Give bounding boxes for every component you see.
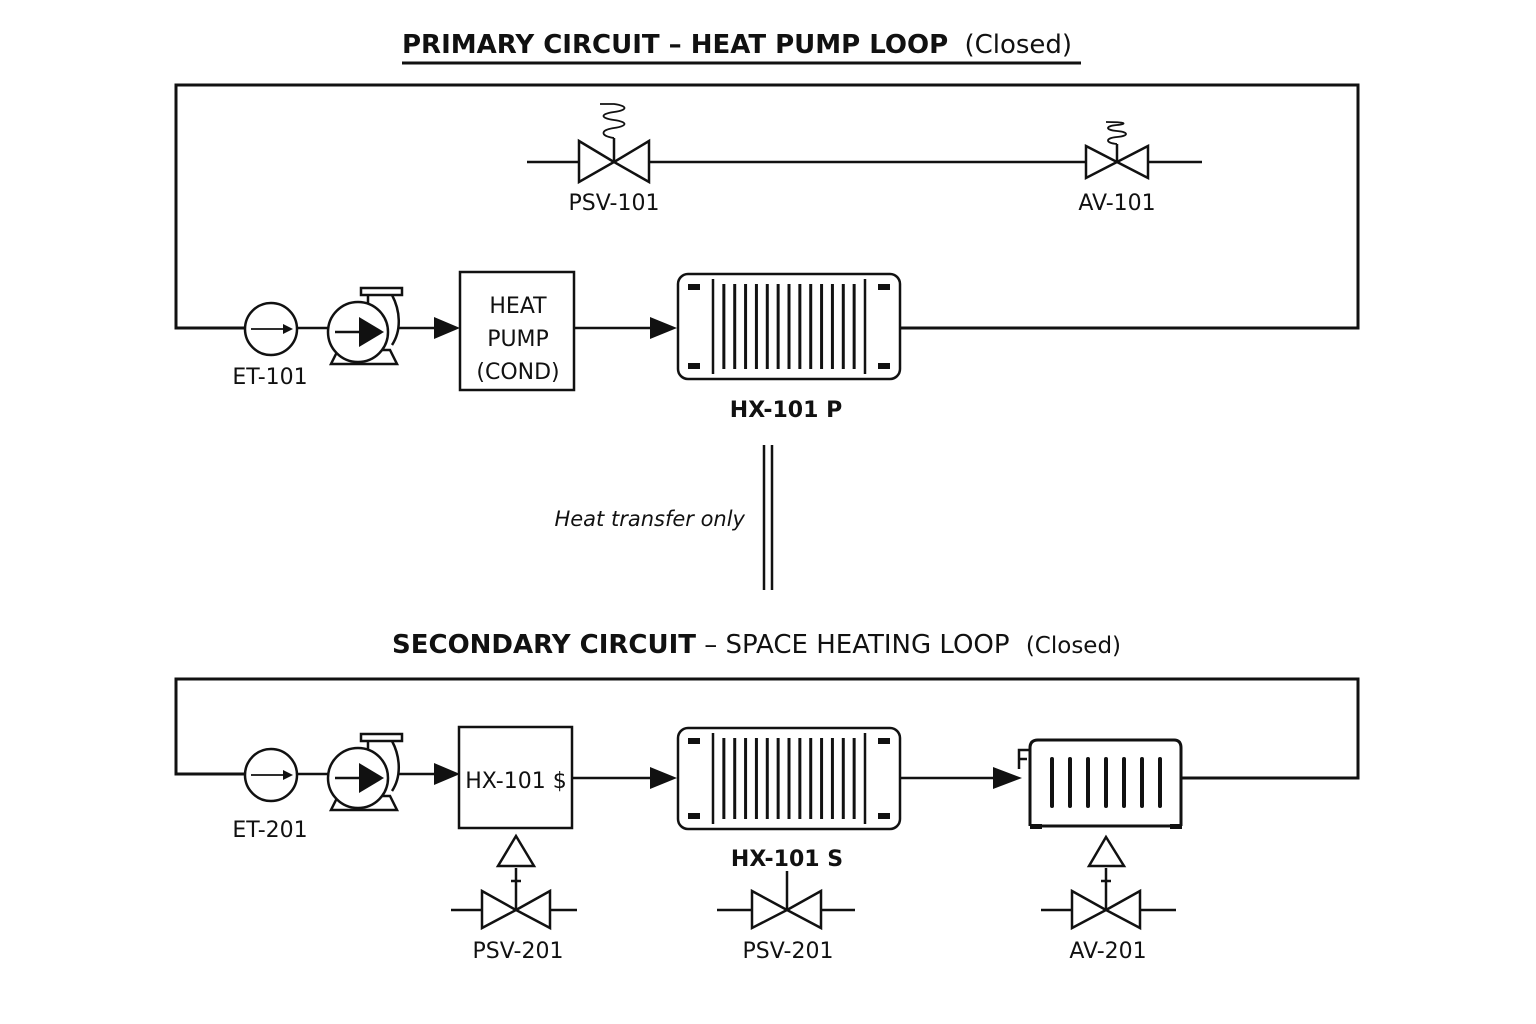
heat-pump-condenser[interactable]: HEAT PUMP (COND) — [458, 270, 576, 392]
pump-discharge-flange — [359, 732, 404, 743]
secondary-loop-pipe — [174, 677, 1360, 789]
spring-icon — [600, 103, 626, 139]
heat-pump-line-3: (COND) — [476, 360, 559, 385]
primary-title: PRIMARY CIRCUIT – HEAT PUMP LOOP (Closed… — [402, 30, 1081, 65]
flow-arrow-icon — [650, 317, 677, 339]
hx-port — [878, 813, 890, 819]
valve-body-icon — [1084, 143, 1120, 181]
hx-101-p-heat-exchanger[interactable]: HX-101 P — [676, 272, 902, 423]
actuator-triangle-icon — [1086, 834, 1127, 868]
secondary-title-suffix: (Closed) — [1026, 633, 1121, 659]
et-101-label: ET-101 — [232, 365, 307, 390]
psv-101-label: PSV-101 — [569, 191, 660, 216]
psv-201-label-1: PSV-201 — [473, 939, 564, 964]
psv-201-valve-1[interactable]: PSV-201 — [451, 833, 577, 964]
hx-101-s-heat-exchanger[interactable]: HX-101 S — [676, 726, 902, 872]
et-201-label: ET-201 — [232, 818, 307, 843]
radiator-valve-icon — [1017, 748, 1031, 769]
heat-pump-line-1: HEAT — [489, 294, 547, 319]
svg-text:PRIMARY CIRCUIT – HEAT PUMP LO: PRIMARY CIRCUIT – HEAT PUMP LOOP (Closed… — [402, 30, 1072, 60]
space-heating-radiator[interactable] — [1017, 738, 1183, 829]
hx-port — [688, 738, 700, 744]
hx-plates — [688, 733, 890, 824]
radiator-foot — [1030, 824, 1042, 829]
hx-101-s-box-label: HX-101 $ — [465, 769, 566, 794]
hx-port — [878, 284, 890, 290]
hx-101-s-label: HX-101 S — [731, 847, 843, 872]
pump-arrow-icon — [359, 763, 384, 793]
hx-port — [878, 738, 890, 744]
secondary-title-main: SECONDARY CIRCUIT — [392, 630, 696, 660]
valve-body-icon — [577, 138, 617, 185]
primary-circulation-pump[interactable] — [326, 286, 404, 366]
av-201-label: AV-201 — [1069, 939, 1146, 964]
heat-transfer-note: Heat transfer only — [554, 507, 745, 531]
valve-body-icon — [480, 888, 519, 931]
flow-arrow-icon — [434, 317, 460, 339]
psv-201-valve-2[interactable]: PSV-201 — [717, 871, 855, 964]
radiator-fins — [1050, 757, 1162, 808]
primary-loop-pipe — [174, 83, 1360, 339]
psv-201-label-2: PSV-201 — [743, 939, 834, 964]
hx-plates — [688, 279, 890, 374]
svg-text:SECONDARY CIRCUIT – SPA: SECONDARY CIRCUIT – SPACE HEATING LOOP (… — [392, 630, 1121, 660]
radiator-foot — [1170, 824, 1182, 829]
hx-port — [688, 284, 700, 290]
et-201-expansion-tank[interactable]: ET-201 — [232, 747, 308, 843]
hx-port — [878, 363, 890, 369]
flow-arrow-icon — [650, 767, 677, 789]
heat-pump-line-2: PUMP — [487, 327, 549, 352]
primary-title-suffix: (Closed) — [964, 30, 1072, 60]
av-101-valve[interactable]: AV-101 — [1078, 121, 1156, 216]
pump-discharge-flange — [359, 286, 404, 297]
secondary-title: SECONDARY CIRCUIT – SPACE HEATING LOOP (… — [392, 630, 1121, 660]
secondary-circulation-pump[interactable] — [326, 732, 404, 812]
av-201-valve[interactable]: AV-201 — [1041, 834, 1176, 964]
av-101-label: AV-101 — [1078, 191, 1155, 216]
arrow-right-icon — [283, 770, 293, 780]
heat-transfer-link: Heat transfer only — [554, 445, 774, 590]
actuator-triangle-icon — [495, 833, 537, 868]
psv-101-valve[interactable]: PSV-101 — [569, 103, 660, 216]
hx-101-s-box[interactable]: HX-101 $ — [457, 725, 574, 830]
primary-title-main: PRIMARY CIRCUIT – HEAT PUMP LOOP — [402, 30, 948, 60]
hx-port — [688, 363, 700, 369]
flow-arrow-icon — [993, 767, 1022, 789]
hx-101-p-label: HX-101 P — [730, 398, 842, 423]
hx-port — [688, 813, 700, 819]
et-101-expansion-tank[interactable]: ET-101 — [232, 301, 308, 390]
valve-body-icon — [1070, 888, 1109, 931]
spring-icon — [1105, 121, 1127, 145]
secondary-title-rest: – SPACE HEATING LOOP — [704, 630, 1009, 660]
flow-arrow-icon — [434, 763, 460, 785]
valve-body-icon — [750, 888, 790, 931]
pump-arrow-icon — [359, 317, 384, 347]
arrow-right-icon — [283, 324, 293, 334]
